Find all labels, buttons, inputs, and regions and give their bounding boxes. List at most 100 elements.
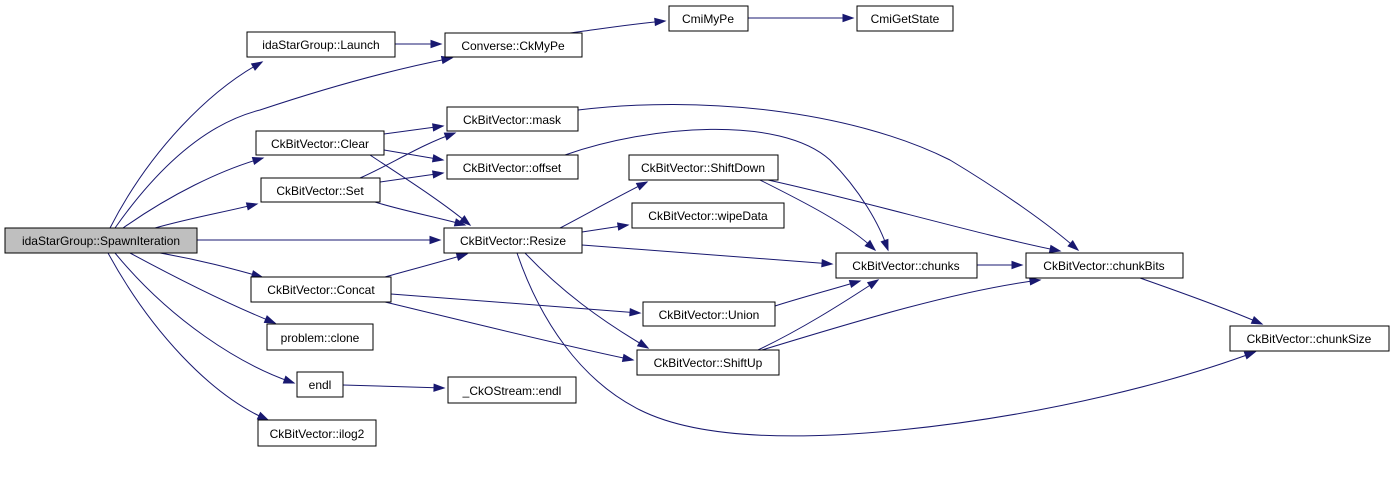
arrowhead-icon [821, 259, 834, 268]
edge-offset-to-chunks [564, 128, 889, 252]
arrowhead-icon [431, 154, 445, 163]
edge-spawn-to-endl [114, 252, 296, 384]
arrowhead-icon [250, 61, 264, 71]
edge-spawn-to-clear [122, 156, 265, 229]
node-label: CkBitVector::chunkSize [1247, 332, 1372, 346]
edge-resize-to-wipedata [581, 222, 630, 233]
arrowhead-icon [866, 279, 880, 290]
arrowhead-icon [629, 308, 642, 317]
edge-shiftdown-to-chunks [759, 179, 877, 252]
edge-shiftup-to-chunks [757, 279, 880, 351]
arrowhead-icon [432, 123, 445, 132]
arrowhead-icon [432, 170, 445, 179]
arrowhead-icon [256, 411, 270, 421]
node-ilog2[interactable]: CkBitVector::ilog2 [257, 419, 377, 447]
arrowhead-icon [654, 17, 667, 27]
node-shiftdown[interactable]: CkBitVector::ShiftDown [628, 154, 779, 181]
edge-line [379, 172, 444, 183]
edge-spawn-to-resize [197, 235, 442, 245]
edge-line [159, 252, 263, 278]
node-problem-clone[interactable]: problem::clone [266, 323, 374, 351]
edge-spawn-to-clone [129, 252, 277, 324]
arrowhead-icon [282, 375, 296, 384]
edge-line [129, 252, 276, 324]
node-spawn-iteration[interactable]: idaStarGroup::SpawnIteration [4, 227, 198, 254]
arrowhead-icon [1048, 244, 1062, 254]
edge-line [774, 280, 861, 307]
edge-spawn-to-concat [159, 252, 264, 279]
node-cmigetstate[interactable]: CmiGetState [856, 5, 954, 32]
edge-line [569, 20, 666, 34]
edge-resize-to-chunksize [516, 252, 1257, 437]
node-label: CkBitVector::ShiftDown [641, 161, 765, 175]
arrowhead-icon [251, 156, 265, 166]
edge-launch-to-ckmype [395, 39, 443, 49]
node-label: endl [309, 378, 332, 392]
node-chunkbits[interactable]: CkBitVector::chunkBits [1025, 252, 1184, 279]
edge-shiftdown-to-chunkbits [767, 179, 1062, 254]
arrowhead-icon [621, 353, 635, 362]
edge-line [559, 181, 648, 229]
node-shiftup[interactable]: CkBitVector::ShiftUp [636, 349, 780, 376]
node-ckostream-endl[interactable]: _CkOStream::endl [447, 376, 577, 404]
node-union[interactable]: CkBitVector::Union [642, 301, 776, 327]
node-label: CkBitVector::Clear [271, 137, 369, 151]
edge-endl-to-ckostream_endl [342, 383, 446, 392]
node-endl[interactable]: endl [296, 371, 344, 398]
nodes-layer: idaStarGroup::SpawnIteration idaStarGrou… [4, 5, 1390, 447]
edge-clear-to-resize [369, 154, 472, 226]
arrowhead-icon [453, 218, 467, 227]
node-resize[interactable]: CkBitVector::Resize [443, 227, 583, 254]
node-wipedata[interactable]: CkBitVector::wipeData [631, 202, 785, 229]
node-cmimype[interactable]: CmiMyPe [668, 5, 749, 32]
node-offset[interactable]: CkBitVector::offset [446, 154, 579, 180]
node-label: CkBitVector::ShiftUp [654, 356, 763, 370]
node-clear[interactable]: CkBitVector::Clear [255, 130, 385, 156]
node-label: CkBitVector::mask [463, 113, 562, 127]
node-label: CkBitVector::ilog2 [270, 427, 365, 441]
node-label: problem::clone [281, 331, 360, 345]
node-label: CmiMyPe [682, 12, 734, 26]
edge-resize-to-chunks [581, 244, 834, 268]
edge-set-to-mask [359, 132, 457, 179]
arrowhead-icon [440, 55, 454, 65]
arrowhead-icon [842, 13, 855, 23]
edge-line [759, 179, 876, 251]
node-set[interactable]: CkBitVector::Set [260, 177, 381, 203]
node-label: CkBitVector::chunkBits [1043, 259, 1164, 273]
node-launch[interactable]: idaStarGroup::Launch [246, 31, 396, 58]
node-chunksize[interactable]: CkBitVector::chunkSize [1229, 325, 1390, 352]
arrowhead-icon [455, 252, 469, 261]
node-label: CmiGetState [871, 12, 940, 26]
edge-line [114, 252, 295, 384]
node-label: CkBitVector::Resize [460, 234, 566, 248]
edge-line [374, 201, 466, 226]
arrowhead-icon [429, 235, 442, 245]
node-label: Converse::CkMyPe [461, 39, 565, 53]
edge-line [384, 301, 634, 361]
edge-shiftup-to-chunkbits [761, 277, 1042, 351]
edge-line [581, 244, 833, 265]
node-converse-ckmype[interactable]: Converse::CkMyPe [444, 32, 583, 58]
edge-set-to-offset [379, 170, 445, 183]
node-mask[interactable]: CkBitVector::mask [446, 106, 579, 132]
edge-spawn-to-ilog2 [107, 252, 270, 421]
edge-set-to-resize [374, 201, 467, 227]
node-concat[interactable]: CkBitVector::Concat [250, 276, 392, 303]
arrowhead-icon [433, 383, 446, 392]
node-label: CkBitVector::Set [276, 184, 364, 198]
arrowhead-icon [459, 215, 472, 226]
node-chunks[interactable]: CkBitVector::chunks [835, 252, 978, 279]
edge-line [384, 253, 468, 278]
arrowhead-icon [1011, 260, 1024, 270]
node-label: CkBitVector::wipeData [648, 209, 768, 223]
edge-concat-to-resize [384, 252, 469, 278]
node-label: idaStarGroup::SpawnIteration [22, 234, 180, 248]
edge-line [114, 57, 453, 229]
edge-ckmype-to-cmimype [569, 17, 667, 34]
edge-line [390, 293, 641, 314]
arrowhead-icon [245, 202, 259, 211]
arrowhead-icon [1243, 351, 1257, 360]
edge-line [107, 252, 269, 421]
arrowhead-icon [635, 181, 649, 191]
